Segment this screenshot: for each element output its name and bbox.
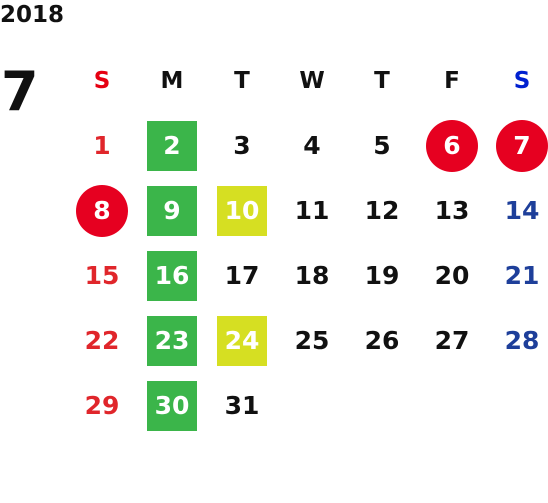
weekday-label: T bbox=[374, 67, 390, 94]
calendar-day: 11 bbox=[294, 196, 330, 225]
weekday-label: S bbox=[93, 67, 111, 94]
calendar-day: 17 bbox=[224, 261, 260, 290]
calendar-day: 27 bbox=[434, 326, 470, 355]
weekday-header-row: S M T W T F S bbox=[67, 48, 548, 113]
calendar-day-cell bbox=[487, 373, 548, 438]
weekday-header-thu: T bbox=[347, 48, 417, 113]
weekday-header-fri: F bbox=[417, 48, 487, 113]
calendar-day-cell: 10 bbox=[207, 178, 277, 243]
calendar-day-cell: 2 bbox=[137, 113, 207, 178]
calendar-day-cell: 24 bbox=[207, 308, 277, 373]
calendar-day-red-circle: 7 bbox=[496, 119, 548, 172]
calendar-week-row: 29 30 31 bbox=[67, 373, 548, 438]
calendar-day: 28 bbox=[504, 326, 540, 355]
calendar-day: 21 bbox=[504, 261, 540, 290]
weekday-label: W bbox=[299, 67, 325, 94]
calendar-day-cell bbox=[417, 373, 487, 438]
calendar-day-cell: 7 bbox=[487, 113, 548, 178]
calendar-day-cell: 5 bbox=[347, 113, 417, 178]
weekday-header-tue: T bbox=[207, 48, 277, 113]
calendar-day-red-circle: 6 bbox=[426, 119, 478, 172]
weekday-label: T bbox=[234, 67, 250, 94]
calendar-day-cell: 12 bbox=[347, 178, 417, 243]
calendar-day-cell bbox=[277, 373, 347, 438]
calendar-day: 22 bbox=[84, 326, 120, 355]
weekday-header-wed: W bbox=[277, 48, 347, 113]
calendar-day-cell: 23 bbox=[137, 308, 207, 373]
calendar-day-cell: 20 bbox=[417, 243, 487, 308]
calendar-day: 13 bbox=[434, 196, 470, 225]
calendar-day-green: 30 bbox=[147, 380, 197, 431]
calendar-day: 5 bbox=[373, 131, 391, 160]
calendar-week-row: 22 23 24 25 26 27 28 bbox=[67, 308, 548, 373]
calendar-day-cell: 19 bbox=[347, 243, 417, 308]
calendar-day: 31 bbox=[224, 391, 260, 420]
calendar-day-cell: 6 bbox=[417, 113, 487, 178]
calendar-day-yellow: 10 bbox=[217, 185, 267, 236]
calendar-day-cell: 31 bbox=[207, 373, 277, 438]
calendar-day: 29 bbox=[84, 391, 120, 420]
calendar-day-green: 16 bbox=[147, 250, 197, 301]
calendar-day-yellow: 24 bbox=[217, 315, 267, 366]
calendar-day-green: 23 bbox=[147, 315, 197, 366]
calendar-day-red-circle: 8 bbox=[76, 184, 128, 237]
weekday-header-sat: S bbox=[487, 48, 548, 113]
calendar-day: 26 bbox=[364, 326, 400, 355]
calendar-day-cell: 4 bbox=[277, 113, 347, 178]
calendar-day-cell: 30 bbox=[137, 373, 207, 438]
weekday-label: M bbox=[160, 67, 184, 94]
calendar-day-cell: 29 bbox=[67, 373, 137, 438]
calendar-day-green: 9 bbox=[147, 185, 197, 236]
calendar-day-cell: 17 bbox=[207, 243, 277, 308]
calendar-day-cell: 1 bbox=[67, 113, 137, 178]
calendar-day-cell bbox=[347, 373, 417, 438]
calendar-day-cell: 28 bbox=[487, 308, 548, 373]
calendar-day: 20 bbox=[434, 261, 470, 290]
calendar-day-cell: 14 bbox=[487, 178, 548, 243]
weekday-label: F bbox=[444, 67, 460, 94]
calendar-month: 7 bbox=[1, 60, 39, 123]
calendar-day: 18 bbox=[294, 261, 330, 290]
calendar-day-cell: 13 bbox=[417, 178, 487, 243]
calendar-day-cell: 16 bbox=[137, 243, 207, 308]
calendar-day: 4 bbox=[303, 131, 321, 160]
calendar-day-cell: 22 bbox=[67, 308, 137, 373]
calendar-day-cell: 11 bbox=[277, 178, 347, 243]
calendar-year: 2018 bbox=[0, 2, 65, 28]
calendar-day: 19 bbox=[364, 261, 400, 290]
calendar-day-green: 2 bbox=[147, 120, 197, 171]
calendar-day-cell: 21 bbox=[487, 243, 548, 308]
calendar-day: 14 bbox=[504, 196, 540, 225]
calendar-day: 1 bbox=[93, 131, 111, 160]
calendar-day: 3 bbox=[233, 131, 251, 160]
weekday-label: S bbox=[513, 67, 531, 94]
calendar-day-cell: 9 bbox=[137, 178, 207, 243]
calendar-day: 12 bbox=[364, 196, 400, 225]
weekday-header-mon: M bbox=[137, 48, 207, 113]
calendar-week-row: 15 16 17 18 19 20 21 bbox=[67, 243, 548, 308]
calendar-day-cell: 18 bbox=[277, 243, 347, 308]
calendar-day-cell: 8 bbox=[67, 178, 137, 243]
calendar-day-cell: 27 bbox=[417, 308, 487, 373]
calendar-day-cell: 15 bbox=[67, 243, 137, 308]
calendar-day-cell: 3 bbox=[207, 113, 277, 178]
calendar-day-cell: 26 bbox=[347, 308, 417, 373]
calendar-day: 15 bbox=[84, 261, 120, 290]
calendar-day: 25 bbox=[294, 326, 330, 355]
weekday-header-sun: S bbox=[67, 48, 137, 113]
calendar-day-cell: 25 bbox=[277, 308, 347, 373]
